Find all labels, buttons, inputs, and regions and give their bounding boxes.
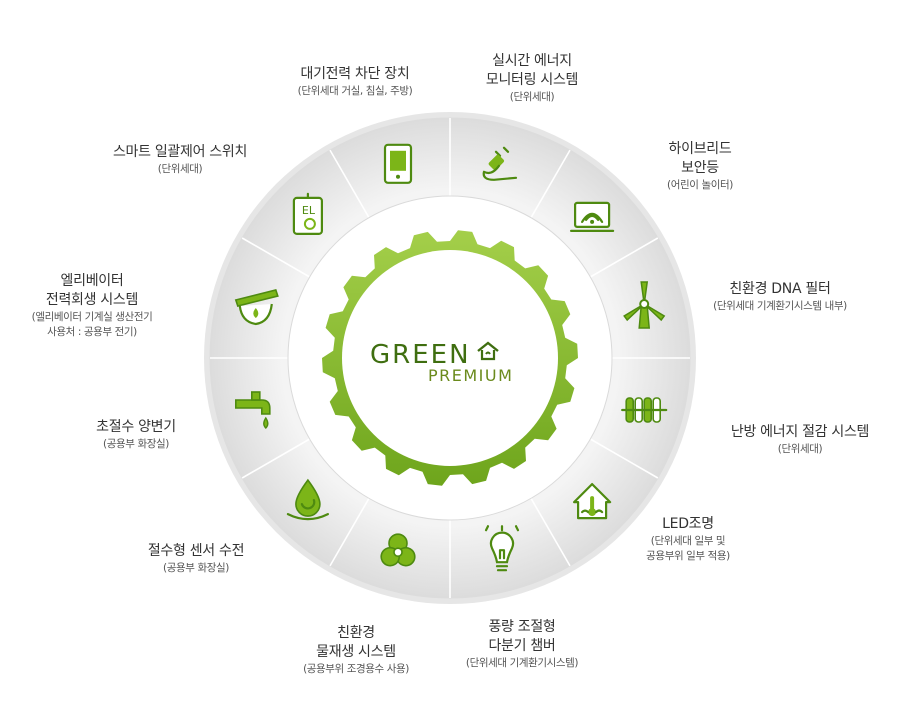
item-title: 초절수 양변기 [96, 419, 176, 435]
item-subtitle: (엘리베이터 기계실 생산전기 [31, 311, 153, 323]
item-subtitle: (공용부 화장실) [163, 562, 229, 574]
item-title: 하이브리드 [668, 141, 732, 157]
item-subtitle: (단위세대 기계환기시스템) [465, 657, 579, 669]
item-subtitle: (단위세대 거실, 침실, 주방) [297, 85, 413, 97]
item-title: LED조명 [662, 516, 714, 532]
item-title: 풍량 조절형 [488, 619, 556, 635]
item-subtitle: (단위세대 기계환기시스템 내부) [713, 300, 847, 312]
item-subtitle: (공용부위 조경용수 사용) [303, 663, 409, 675]
ring-divider [589, 237, 659, 278]
ring-divider [589, 438, 659, 479]
ring-divider [329, 497, 370, 567]
light-bulb-icon [484, 525, 520, 572]
elevator-icon: EL [292, 192, 323, 235]
house-logo-icon [477, 341, 499, 361]
item-title: 물재생 시스템 [316, 644, 396, 660]
logo-sub: PREMIUM [428, 366, 514, 385]
item-subtitle: (어린이 놀이터) [667, 179, 733, 191]
monitor-wifi-icon [569, 201, 615, 232]
fan-icon [380, 533, 416, 567]
ring-divider [329, 149, 370, 219]
item-subtitle: (단위세대) [509, 91, 555, 103]
house-thermometer-icon [572, 483, 612, 520]
smart-switch-icon [383, 143, 413, 184]
ring-divider [530, 149, 571, 219]
item-label: 친환경 DNA 필터 (단위세대 기계환기시스템 내부) [713, 280, 847, 314]
item-title: 보안등 [681, 160, 719, 176]
green-premium-logo: GREEN PREMIUM [370, 340, 513, 385]
item-title: 엘리베이터 [60, 273, 124, 289]
water-recycle-icon [286, 478, 329, 521]
item-subtitle: 공용부위 일부 적용) [646, 550, 730, 562]
gear-center [342, 250, 558, 466]
item-title: 난방 에너지 절감 시스템 [730, 424, 870, 440]
ring-divider [241, 438, 311, 479]
item-label: 초절수 양변기 (공용부 화장실) [96, 418, 176, 452]
item-subtitle: 사용처 : 공용부 전기) [47, 326, 137, 338]
item-title: 절수형 센서 수전 [147, 543, 245, 559]
item-title: 친환경 [337, 625, 375, 641]
toilet-icon [234, 289, 279, 326]
svg-text:EL: EL [302, 204, 316, 217]
ring-divider [241, 237, 311, 278]
logo-brand: GREEN [370, 340, 471, 370]
item-label: 대기전력 차단 장치 (단위세대 거실, 침실, 주방) [298, 65, 413, 99]
item-label: 난방 에너지 절감 시스템 (단위세대) [730, 423, 870, 457]
item-subtitle: (공용부 화장실) [103, 438, 169, 450]
item-title: 스마트 일괄제어 스위치 [112, 144, 248, 160]
item-title: 대기전력 차단 장치 [300, 66, 410, 82]
item-title: 전력회생 시스템 [45, 292, 139, 308]
wind-turbine-icon [623, 281, 666, 329]
item-title: 실시간 에너지 [492, 53, 572, 69]
faucet-icon [235, 391, 271, 429]
item-subtitle: (단위세대 일부 및 [650, 535, 726, 547]
item-title: 다분기 챔버 [488, 638, 556, 654]
item-label: 절수형 센서 수전 (공용부 화장실) [147, 542, 245, 576]
dna-filter-icon [621, 397, 668, 423]
power-plug-icon [482, 146, 518, 181]
item-subtitle: (단위세대) [157, 163, 203, 175]
item-label: 스마트 일괄제어 스위치 (단위세대) [113, 143, 247, 177]
ring-divider [530, 497, 571, 567]
item-title: 친환경 DNA 필터 [729, 281, 831, 297]
item-title: 모니터링 시스템 [485, 72, 579, 88]
item-subtitle: (단위세대) [777, 443, 823, 455]
